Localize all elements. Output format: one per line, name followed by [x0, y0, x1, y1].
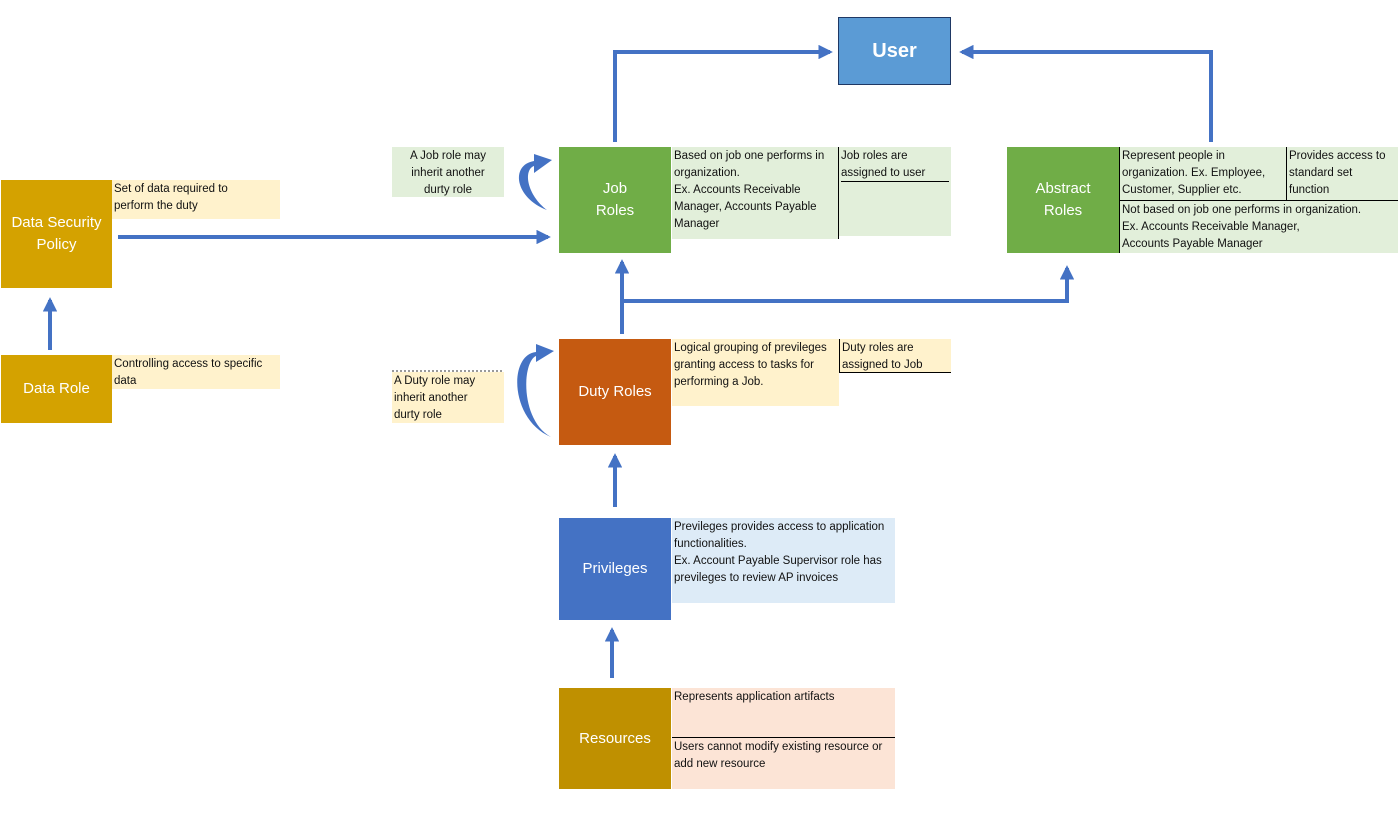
- job-desc-line1: Based on job one performs in: [674, 150, 825, 162]
- duty-desc-line3: performing a Job.: [674, 376, 764, 388]
- data-role-desc-line2: data: [114, 375, 137, 387]
- user-box: User: [838, 17, 951, 85]
- data-security-policy-box: Data Security Policy: [1, 180, 112, 288]
- arrow-job-self-inherit: [518, 154, 552, 210]
- data-role-box: Data Role: [1, 355, 112, 423]
- privileges-desc-line4: previleges to review AP invoices: [674, 572, 839, 584]
- abstract-access-line1: Provides access to: [1289, 150, 1386, 162]
- resources-desc2-line2: add new resource: [674, 758, 766, 770]
- abstract-desc-note: Represent people in organization. Ex. Em…: [1119, 147, 1287, 200]
- privileges-desc-note: Previleges provides access to applicatio…: [672, 518, 895, 603]
- abstract-not-based-line1: Not based on job one performs in organiz…: [1122, 204, 1362, 216]
- duty-inherit-note: A Duty role may inherit another durty ro…: [392, 372, 504, 423]
- arrow-duty-to-abstract: [622, 265, 1075, 303]
- duty-roles-label: Duty Roles: [578, 383, 652, 400]
- job-desc-note: Based on job one performs in organizatio…: [672, 147, 839, 239]
- data-role-label: Data Role: [23, 380, 90, 397]
- duty-inherit-line1: A Duty role may: [394, 375, 476, 387]
- resources-desc2-line1: Users cannot modify existing resource or: [674, 741, 883, 753]
- duty-desc-line1: Logical grouping of previleges: [674, 342, 827, 354]
- abstract-desc-line3: Customer, Supplier etc.: [1122, 184, 1242, 196]
- job-inherit-line3: durty role: [424, 184, 472, 196]
- job-roles-label-line1: Job: [602, 180, 628, 197]
- policy-desc-note: Set of data required to perform the duty: [112, 180, 280, 219]
- abstract-roles-label-line2: Roles: [1043, 202, 1083, 219]
- privileges-desc-line2: functionalities.: [674, 538, 747, 550]
- resources-desc1-note: Represents application artifacts: [672, 688, 895, 738]
- resources-box: Resources: [559, 688, 671, 789]
- job-inherit-line2: inherit another: [411, 167, 485, 179]
- data-security-policy-label-line2: Policy: [36, 236, 77, 253]
- data-role-desc-line1: Controlling access to specific: [114, 358, 263, 370]
- duty-desc-note: Logical grouping of previleges granting …: [672, 339, 839, 406]
- policy-desc-line2: perform the duty: [114, 200, 198, 212]
- abstract-access-line3: function: [1289, 184, 1330, 196]
- data-security-policy-label-line1: Data Security: [11, 214, 102, 231]
- arrow-duty-self-inherit: [517, 344, 554, 437]
- job-assigned-line1: Job roles are: [841, 150, 908, 162]
- job-roles-label-line2: Roles: [595, 202, 635, 219]
- resources-label: Resources: [579, 729, 651, 747]
- privileges-label: Privileges: [582, 560, 648, 577]
- abstract-desc-line1: Represent people in: [1122, 150, 1225, 162]
- duty-roles-box: Duty Roles: [559, 339, 671, 445]
- abstract-desc-line2: organization. Ex. Employee,: [1122, 167, 1266, 179]
- resources-desc2-note: Users cannot modify existing resource or…: [672, 738, 895, 789]
- duty-desc-line2: granting access to tasks for: [674, 359, 814, 371]
- job-desc-line3: Ex. Accounts Receivable: [674, 184, 801, 196]
- job-inherit-note: A Job role may inherit another durty rol…: [392, 147, 504, 197]
- privileges-desc-line3: Ex. Account Payable Supervisor role has: [674, 555, 882, 567]
- abstract-not-based-line2: Ex. Accounts Receivable Manager,: [1122, 221, 1300, 233]
- privileges-desc-line1: Previleges provides access to applicatio…: [674, 521, 885, 533]
- policy-desc-line1: Set of data required to: [114, 183, 228, 195]
- job-desc-line2: organization.: [674, 167, 740, 179]
- abstract-access-note: Provides access to standard set function: [1287, 147, 1398, 200]
- privileges-box: Privileges: [559, 518, 671, 620]
- duty-assigned-line1: Duty roles are: [842, 342, 914, 354]
- job-assigned-line2: assigned to user: [841, 167, 926, 179]
- job-inherit-line1: A Job role may: [409, 150, 487, 162]
- duty-inherit-line3: durty role: [394, 409, 442, 421]
- user-label: User: [872, 40, 917, 62]
- job-roles-box: Job Roles: [559, 147, 671, 253]
- job-desc-line4: Manager, Accounts Payable: [674, 201, 817, 213]
- job-desc-line5: Manager: [674, 218, 720, 230]
- abstract-roles-box: Abstract Roles: [1007, 147, 1119, 253]
- arrow-abstract-to-user: [959, 44, 1213, 142]
- arrow-job-to-user: [613, 44, 833, 142]
- resources-desc1-line1: Represents application artifacts: [674, 691, 835, 703]
- job-assigned-note: Job roles are assigned to user: [839, 147, 951, 236]
- abstract-not-based-line3: Accounts Payable Manager: [1122, 238, 1263, 250]
- duty-assigned-line2: assigned to Job: [842, 359, 923, 371]
- abstract-access-line2: standard set: [1289, 167, 1353, 179]
- duty-inherit-line2: inherit another: [394, 392, 468, 404]
- duty-assigned-note: Duty roles are assigned to Job: [839, 339, 951, 373]
- abstract-not-based-note: Not based on job one performs in organiz…: [1119, 200, 1398, 253]
- abstract-roles-label-line1: Abstract: [1035, 180, 1091, 197]
- data-role-desc-note: Controlling access to specific data: [112, 355, 280, 389]
